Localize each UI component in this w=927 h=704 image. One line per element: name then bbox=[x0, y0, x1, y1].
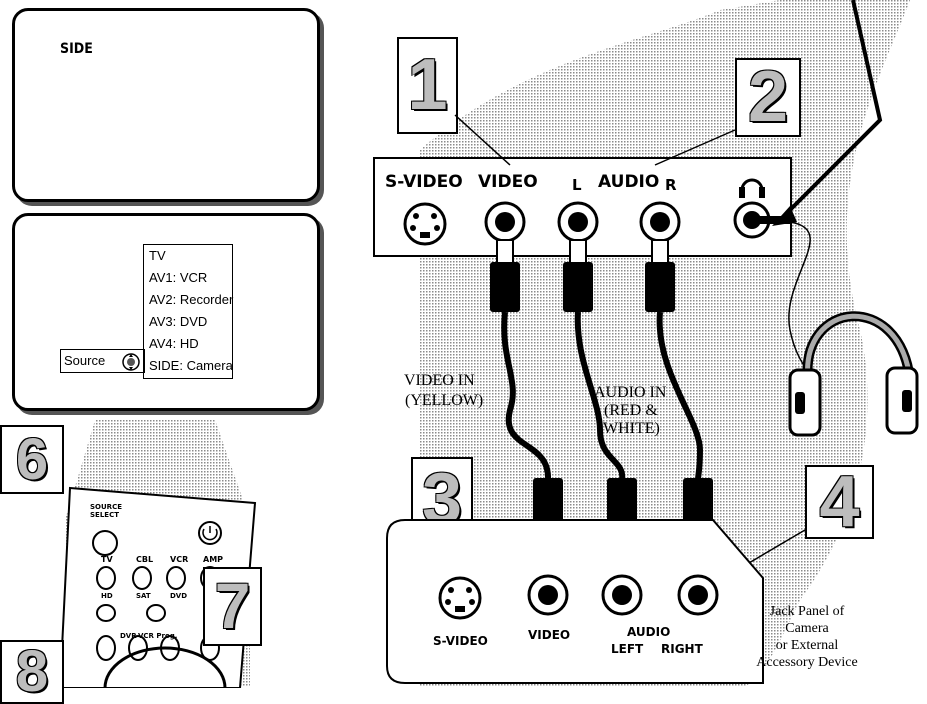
device-jack-panel bbox=[386, 519, 764, 684]
remote-label-tv: TV bbox=[101, 555, 113, 564]
headphone-jack bbox=[733, 201, 790, 239]
top-svideo-jack bbox=[403, 202, 447, 246]
top-svideo-label: S-VIDEO bbox=[385, 172, 463, 192]
nav-ring bbox=[103, 646, 227, 688]
menu-item[interactable]: AV4: HD bbox=[149, 336, 199, 351]
step-number-6: 6 bbox=[0, 425, 64, 494]
step-number-7: 7 bbox=[203, 567, 262, 646]
top-r-label: R bbox=[665, 176, 677, 194]
bottom-video-label: VIDEO bbox=[528, 628, 571, 642]
video-cable bbox=[501, 311, 552, 481]
remote-label-vcr-prog: VCR Prog. bbox=[138, 632, 178, 640]
video-in-label: VIDEO IN bbox=[404, 372, 475, 389]
audio-in-color-1: (RED & bbox=[604, 402, 658, 419]
remote-button bbox=[96, 635, 116, 661]
top-audio-right-jack bbox=[639, 201, 681, 243]
menu-item[interactable]: TV bbox=[149, 248, 166, 263]
menu-item[interactable]: SIDE: Camera bbox=[149, 358, 233, 373]
step-number-2: 2 bbox=[735, 58, 801, 137]
audio-in-label: AUDIO IN bbox=[594, 384, 667, 401]
tv-hd-button bbox=[96, 566, 116, 590]
bottom-svideo-jack bbox=[438, 576, 482, 620]
audio-left-cable bbox=[574, 311, 626, 481]
remote-button bbox=[96, 604, 116, 622]
bottom-audio-label: AUDIO bbox=[627, 625, 671, 639]
video-in-color: (YELLOW) bbox=[405, 392, 484, 409]
device-caption: Jack Panel of Camera or External Accesso… bbox=[742, 603, 872, 671]
remote-label-dvr: DVR bbox=[120, 632, 137, 640]
source-label: Source bbox=[64, 353, 106, 368]
remote-label-amp: AMP bbox=[203, 555, 224, 564]
audio-right-cable bbox=[656, 311, 704, 481]
navigation-dial-icon bbox=[122, 353, 140, 371]
tv-screen-side: SIDE bbox=[12, 8, 320, 202]
audio-in-color-2: WHITE) bbox=[603, 420, 660, 437]
cbl-sat-button bbox=[132, 566, 152, 590]
tv-screen-source-menu: TV AV1: VCR AV2: Recorder AV3: DVD AV4: … bbox=[12, 213, 320, 411]
remote-label-vcr: VCR bbox=[170, 555, 189, 564]
source-indicator: Source bbox=[60, 349, 145, 373]
bottom-audio-left-jack bbox=[601, 574, 643, 616]
bottom-svideo-label: S-VIDEO bbox=[433, 634, 488, 648]
side-label: SIDE bbox=[60, 41, 93, 57]
top-video-label: VIDEO bbox=[478, 172, 538, 192]
menu-item[interactable]: AV3: DVD bbox=[149, 314, 208, 329]
bottom-right-label: RIGHT bbox=[661, 642, 703, 656]
remote-label-cbl: CBL bbox=[136, 555, 154, 564]
bottom-audio-right-jack bbox=[677, 574, 719, 616]
headphone-symbol-icon bbox=[739, 178, 765, 198]
step-number-4: 4 bbox=[805, 465, 874, 539]
remote-button bbox=[146, 604, 166, 622]
device-caption-line: Accessory Device bbox=[756, 655, 858, 670]
source-select-button bbox=[92, 530, 118, 556]
headphones-icon bbox=[788, 311, 919, 437]
menu-item[interactable]: AV2: Recorder bbox=[149, 292, 234, 307]
top-audio-left-jack bbox=[557, 201, 599, 243]
bottom-left-label: LEFT bbox=[611, 642, 644, 656]
device-caption-line: Jack Panel of bbox=[769, 604, 845, 619]
cable-plugs-top bbox=[490, 239, 675, 312]
source-menu[interactable]: TV AV1: VCR AV2: Recorder AV3: DVD AV4: … bbox=[143, 244, 233, 379]
bottom-video-jack bbox=[527, 574, 569, 616]
remote-label-source-select: SOURCE SELECT bbox=[90, 503, 122, 519]
connection-art bbox=[403, 0, 919, 586]
remote-label-dvd: DVD bbox=[170, 592, 188, 600]
vcr-dvd-button bbox=[166, 566, 186, 590]
top-video-jack bbox=[484, 201, 526, 243]
device-caption-line: Camera bbox=[785, 621, 829, 636]
top-audio-label: AUDIO bbox=[598, 172, 660, 192]
remote-label-sat: SAT bbox=[136, 592, 151, 600]
menu-item[interactable]: AV1: VCR bbox=[149, 270, 208, 285]
step-number-1: 1 bbox=[397, 37, 458, 134]
device-caption-line: or External bbox=[775, 638, 839, 653]
remote-label-hd: HD bbox=[101, 592, 113, 600]
top-l-label: L bbox=[572, 176, 582, 194]
remote-control bbox=[60, 486, 257, 688]
